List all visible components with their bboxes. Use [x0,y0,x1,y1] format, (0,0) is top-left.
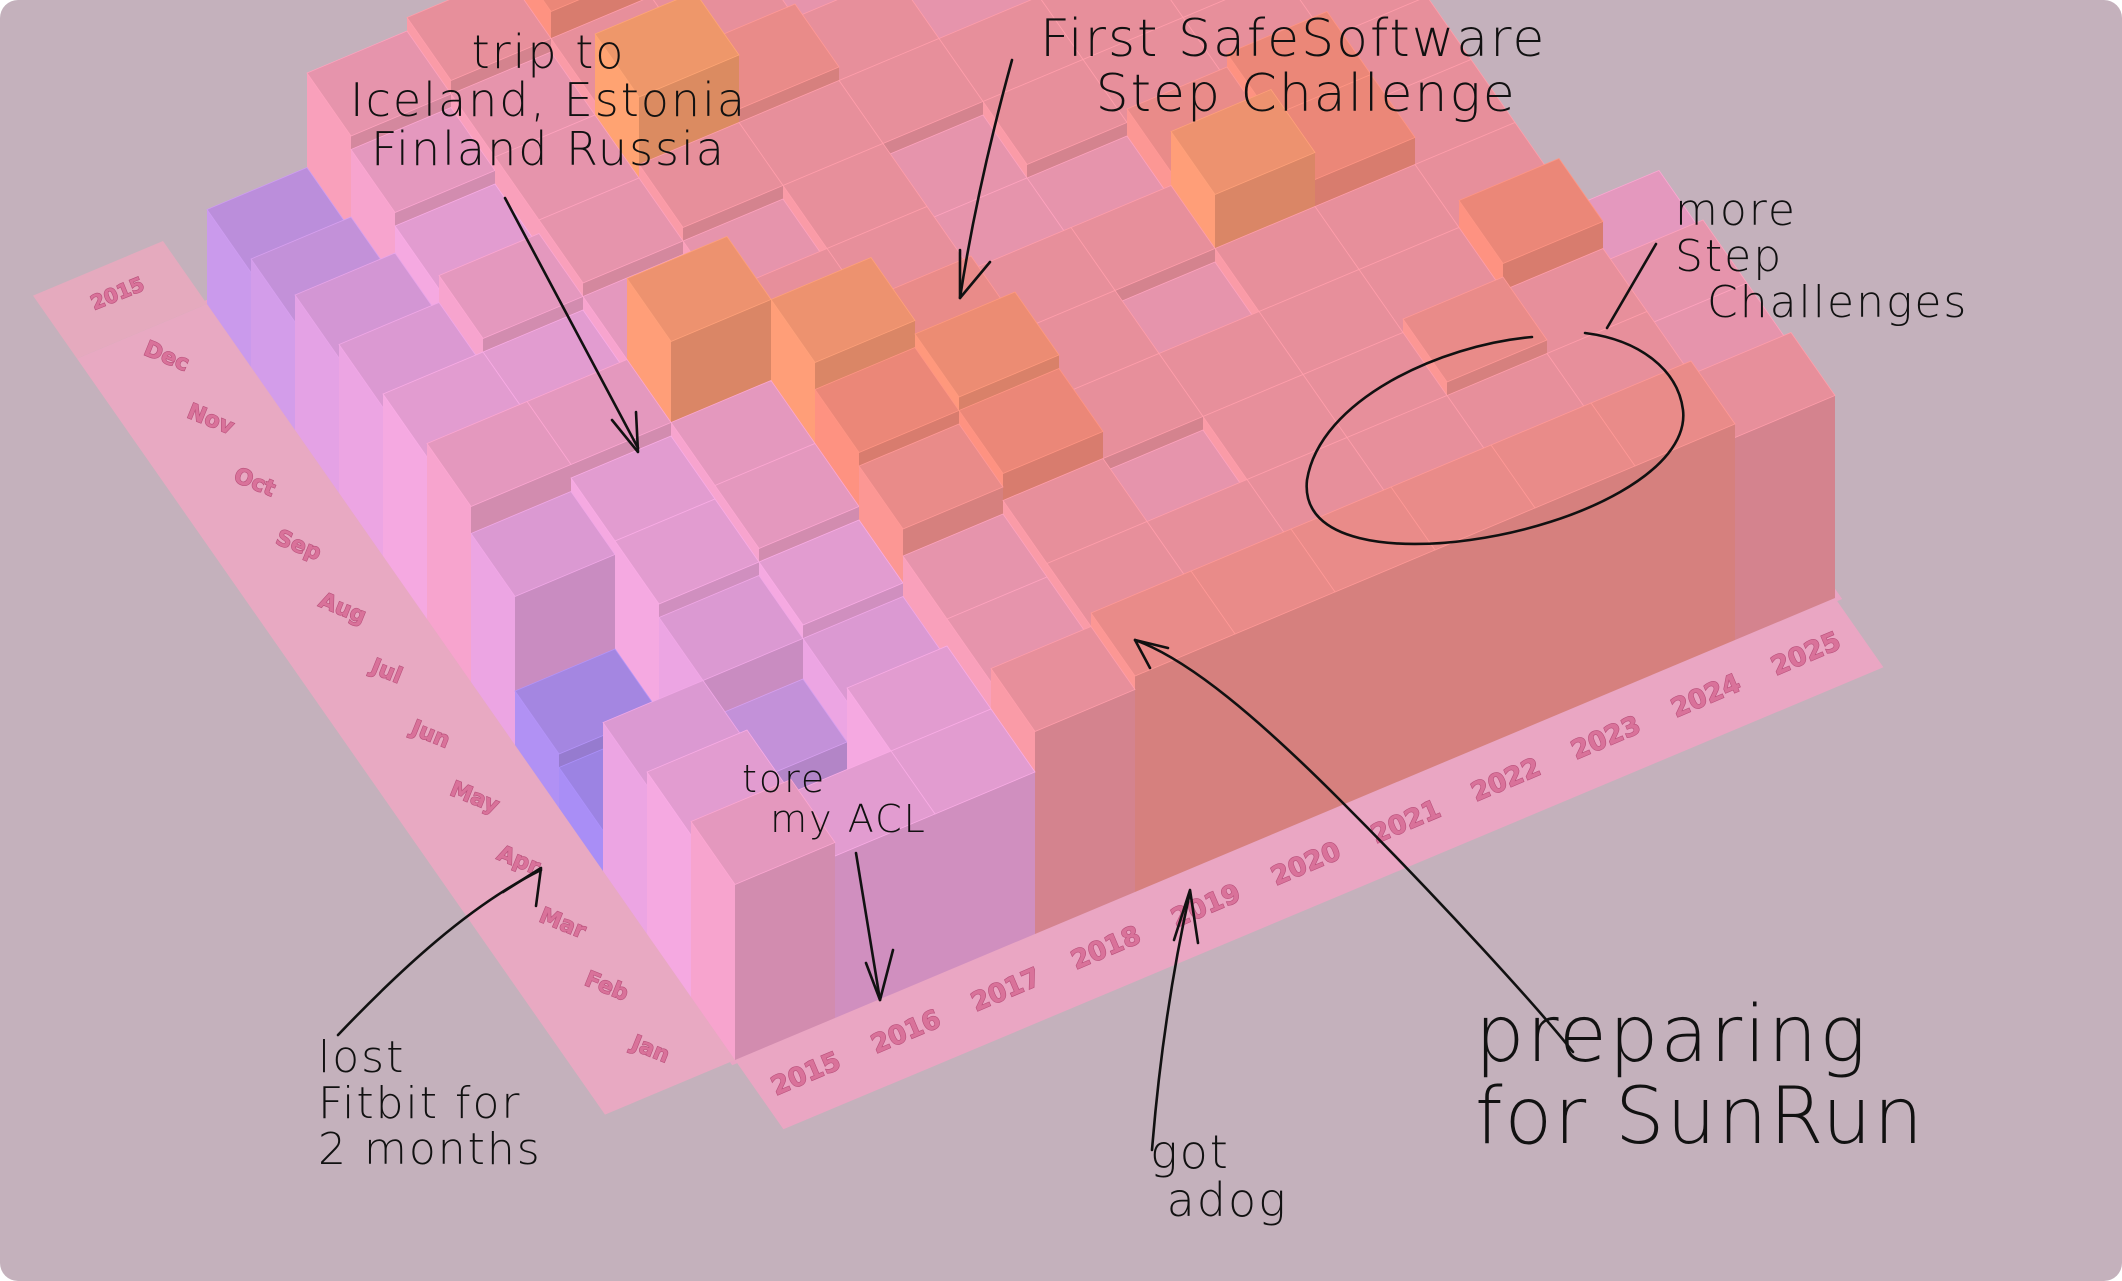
bar-front-face [1035,689,1135,934]
bar-top-face [1170,89,1316,195]
bar-top-face [690,779,836,885]
bar-left-face [691,821,735,1060]
bar-left-face [603,722,647,934]
bar-top-face [626,236,772,342]
bar-top-face [350,107,496,213]
bar-top-face [638,122,784,228]
bar-top-face [542,0,580,12]
annotation-got-dog: got adog [1150,1125,1288,1228]
more-challenges-line-icon [1605,242,1658,330]
year-axis-plate [735,598,1884,1130]
bar-left-face [515,691,559,808]
bar-left-face [647,772,691,997]
bar-top-face [1458,158,1604,264]
more-challenges-circle-icon [1305,331,1685,546]
arrow-safe-software-head-icon [958,248,992,300]
bar-front-face [1635,424,1735,682]
bar-top-face [982,59,1128,165]
bar-top-face [438,233,584,339]
annotation-tore-acl: tore my ACL [742,757,927,841]
bar-top-face [406,0,552,81]
arrow-sun-run-icon [1133,638,1575,1054]
bar-top-face [770,257,916,363]
bar-top-face [426,401,572,507]
bar-top-face [858,423,1004,530]
annotation-lost-fitbit: lost Fitbit for 2 months [318,1032,542,1176]
annotation-sun-run: preparing for SunRun [1475,990,1925,1162]
bar-front-face [1235,592,1335,850]
bar-top-face [470,491,616,597]
bar-top-face [1090,570,1236,677]
bar-left-face [471,533,515,745]
arrow-lost-fitbit-head-icon [501,866,543,908]
bar-front-face [735,842,835,1060]
bar-left-face [251,259,295,430]
bar-top-face [958,368,1104,474]
bar-top-face [658,575,804,681]
arrow-dog-head-icon [1172,888,1200,945]
bar-left-face [207,209,251,367]
bar-top-face [814,347,960,453]
bar-left-face [339,344,383,556]
bar-front-face [1435,508,1535,766]
bar-left-face [383,394,427,619]
bar-top-face [306,30,452,137]
arrow-dog-icon [1150,890,1192,1152]
bar-top-face [1402,276,1548,383]
bar-left-face [295,295,339,493]
bar-top-face [714,443,860,549]
annotation-more-challenges: more Step Challenges [1675,185,1969,329]
arrow-acl-head-icon [864,948,895,1002]
annotation-ink-strokes [336,58,1685,1152]
month-axis-plate [77,304,735,1115]
bar [690,779,836,1060]
arrow-acl-icon [854,851,882,1002]
bar-left-face [559,767,603,871]
bar-top-face [594,0,740,98]
bar-top-face [1170,0,1226,18]
bar-front-face [935,772,1035,976]
bar-front-face [835,814,935,1018]
bar-top-face [538,177,684,284]
arrow-sun-run-head-icon [1133,638,1170,670]
bar-front-face [1735,395,1835,640]
bars-group [206,0,1836,1060]
bar-front-face [1335,550,1435,808]
annotation-trip: trip to Iceland, Estonia Finland Russia [350,25,748,176]
bar-left-face [427,443,471,682]
arrow-safe-software-icon [958,58,1014,300]
bar-top-face [914,291,1060,398]
annotation-safe-software: First SafeSoftware Step Challenge [1040,9,1547,124]
bar-front-face [1135,634,1235,892]
back-year-plate [33,241,207,359]
bar-top-face [758,519,904,626]
bar-top-face [614,498,760,605]
bar-top-face [990,626,1136,732]
arrow-trip-icon [503,196,640,450]
arrow-trip-head-icon [610,410,640,454]
bar-front-face [1535,466,1635,724]
